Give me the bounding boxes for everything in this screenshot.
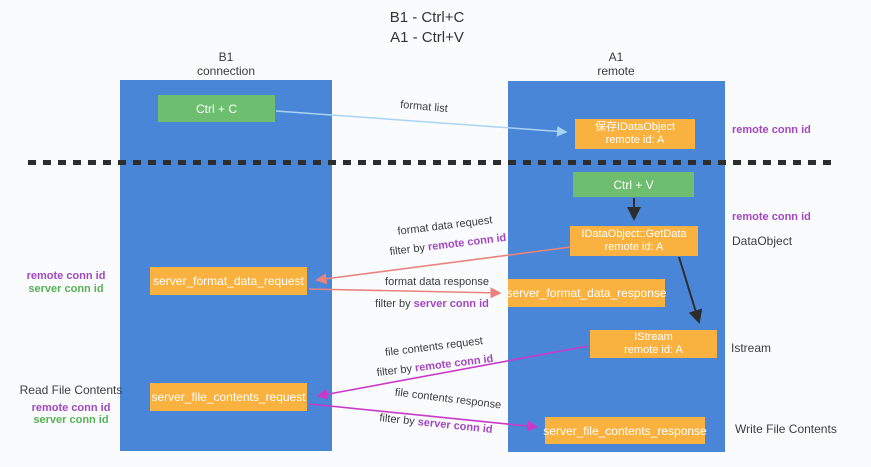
- istream-line1: IStream: [634, 331, 673, 343]
- server-conn-id-text: server conn id: [413, 298, 489, 310]
- title-line-2: A1 - Ctrl+V: [390, 29, 464, 46]
- lane-header-b1: B1 connection: [197, 50, 255, 78]
- title-line-1: B1 - Ctrl+C: [389, 9, 465, 26]
- lane-b1-subtitle: connection: [196, 64, 256, 78]
- server-file-contents-response-box: server_file_contents_response: [543, 417, 707, 444]
- getdata-line2: remote id: A: [604, 241, 664, 253]
- arrow-format-list: [275, 110, 568, 137]
- format-data-response-label: format data response: [385, 276, 489, 288]
- istream-box: IStream remote id: A: [590, 330, 717, 358]
- server-file-contents-request-box: server_file_contents_request: [150, 383, 307, 411]
- lane-a1-subtitle: remote: [597, 64, 635, 78]
- write-file-contents-label: Write File Contents: [735, 422, 837, 436]
- remote-conn-id-label-left-top: remote conn id: [26, 270, 106, 282]
- server-conn-id-label-left-top: server conn id: [28, 282, 104, 295]
- filter-by-server-label-1: filter by server conn id: [375, 298, 489, 310]
- server-format-data-response-box: server_format_data_response: [506, 279, 667, 307]
- lane-a1-name: A1: [608, 50, 624, 64]
- getdata-line1: IDataObject::GetData: [581, 228, 687, 240]
- arrow-file-contents-response: [309, 403, 539, 432]
- left-conn-id-group-bottom: Read File Contents remote conn id server…: [6, 384, 136, 427]
- getdata-box: IDataObject::GetData remote id: A: [570, 226, 698, 256]
- server-format-data-request-box: server_format_data_request: [150, 267, 307, 295]
- arrow-getdata-to-istream: [678, 256, 703, 324]
- separator-dashed-line: [28, 160, 832, 165]
- arrow-file-contents-request: [316, 345, 589, 400]
- istream-label: Istream: [731, 341, 772, 355]
- istream-line2: remote id: A: [624, 344, 683, 356]
- ctrl-v-box: Ctrl + V: [573, 172, 694, 197]
- save-idataobject-line1: 保存IDataObject: [594, 121, 676, 133]
- remote-conn-id-label-right-mid: remote conn id: [732, 211, 811, 223]
- ctrl-c-box: Ctrl + C: [158, 95, 275, 122]
- diagram-title: B1 - Ctrl+C A1 - Ctrl+V: [390, 8, 465, 48]
- arrow-format-data-request: [315, 246, 572, 285]
- save-idataobject-line2: remote id: A: [605, 134, 665, 146]
- remote-conn-id-label-right-top: remote conn id: [732, 124, 811, 136]
- lane-b1-name: B1: [218, 50, 234, 64]
- read-file-contents-label: Read File Contents: [19, 383, 123, 397]
- dataobject-label: DataObject: [732, 234, 793, 248]
- save-idataobject-box: 保存IDataObject remote id: A: [575, 119, 695, 149]
- arrow-format-data-response: [308, 287, 502, 299]
- filter-by-text: filter by: [375, 298, 414, 310]
- remote-conn-id-label-left-bottom: remote conn id: [31, 401, 111, 414]
- server-conn-id-label-left-bottom: server conn id: [33, 414, 109, 426]
- left-conn-id-group-top: remote conn id server conn id: [8, 270, 124, 295]
- lane-header-a1: A1 remote: [597, 50, 634, 78]
